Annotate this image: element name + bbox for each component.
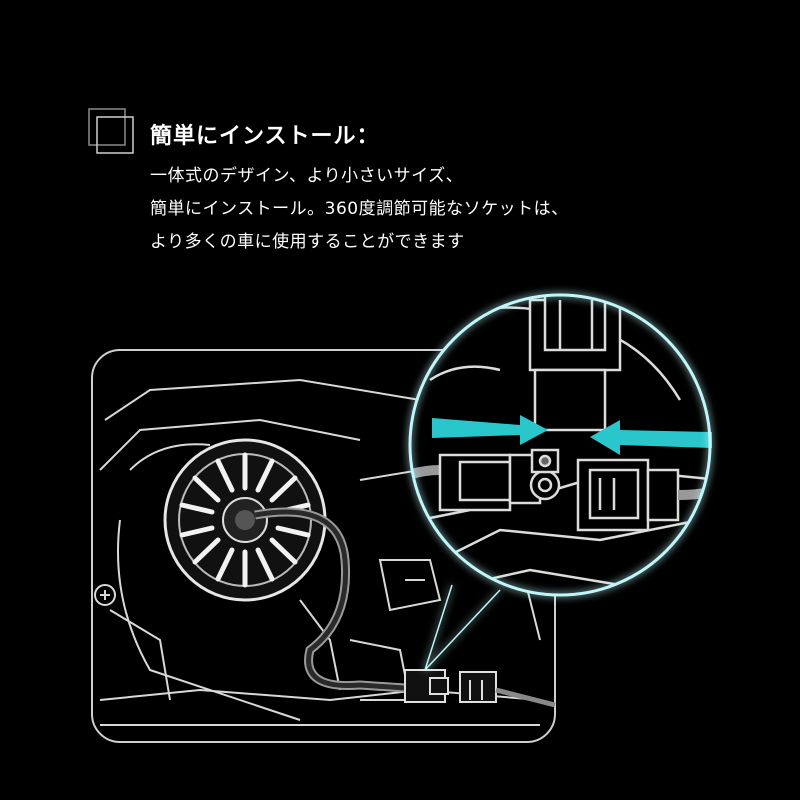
description: 一体式のデザイン、より小さいサイズ、 簡単にインストール。360度調節可能なソケ…	[150, 160, 569, 259]
square-badge-icon	[88, 108, 134, 154]
arrow-right-icon	[432, 415, 548, 445]
magnified-detail	[408, 293, 712, 597]
section-heading: 簡単にインストール：	[150, 124, 380, 149]
connector-small	[404, 669, 556, 708]
cable	[254, 507, 406, 693]
description-line-2: 簡単にインストール。360度調節可能なソケットは、	[150, 199, 569, 219]
description-line-1: 一体式のデザイン、より小さいサイズ、	[150, 166, 464, 186]
arrow-left-icon	[590, 420, 712, 455]
led-bulb-icon	[163, 438, 327, 602]
description-line-3: より多くの車に使用することができます	[150, 232, 465, 252]
magnifier-pointer	[424, 584, 501, 671]
